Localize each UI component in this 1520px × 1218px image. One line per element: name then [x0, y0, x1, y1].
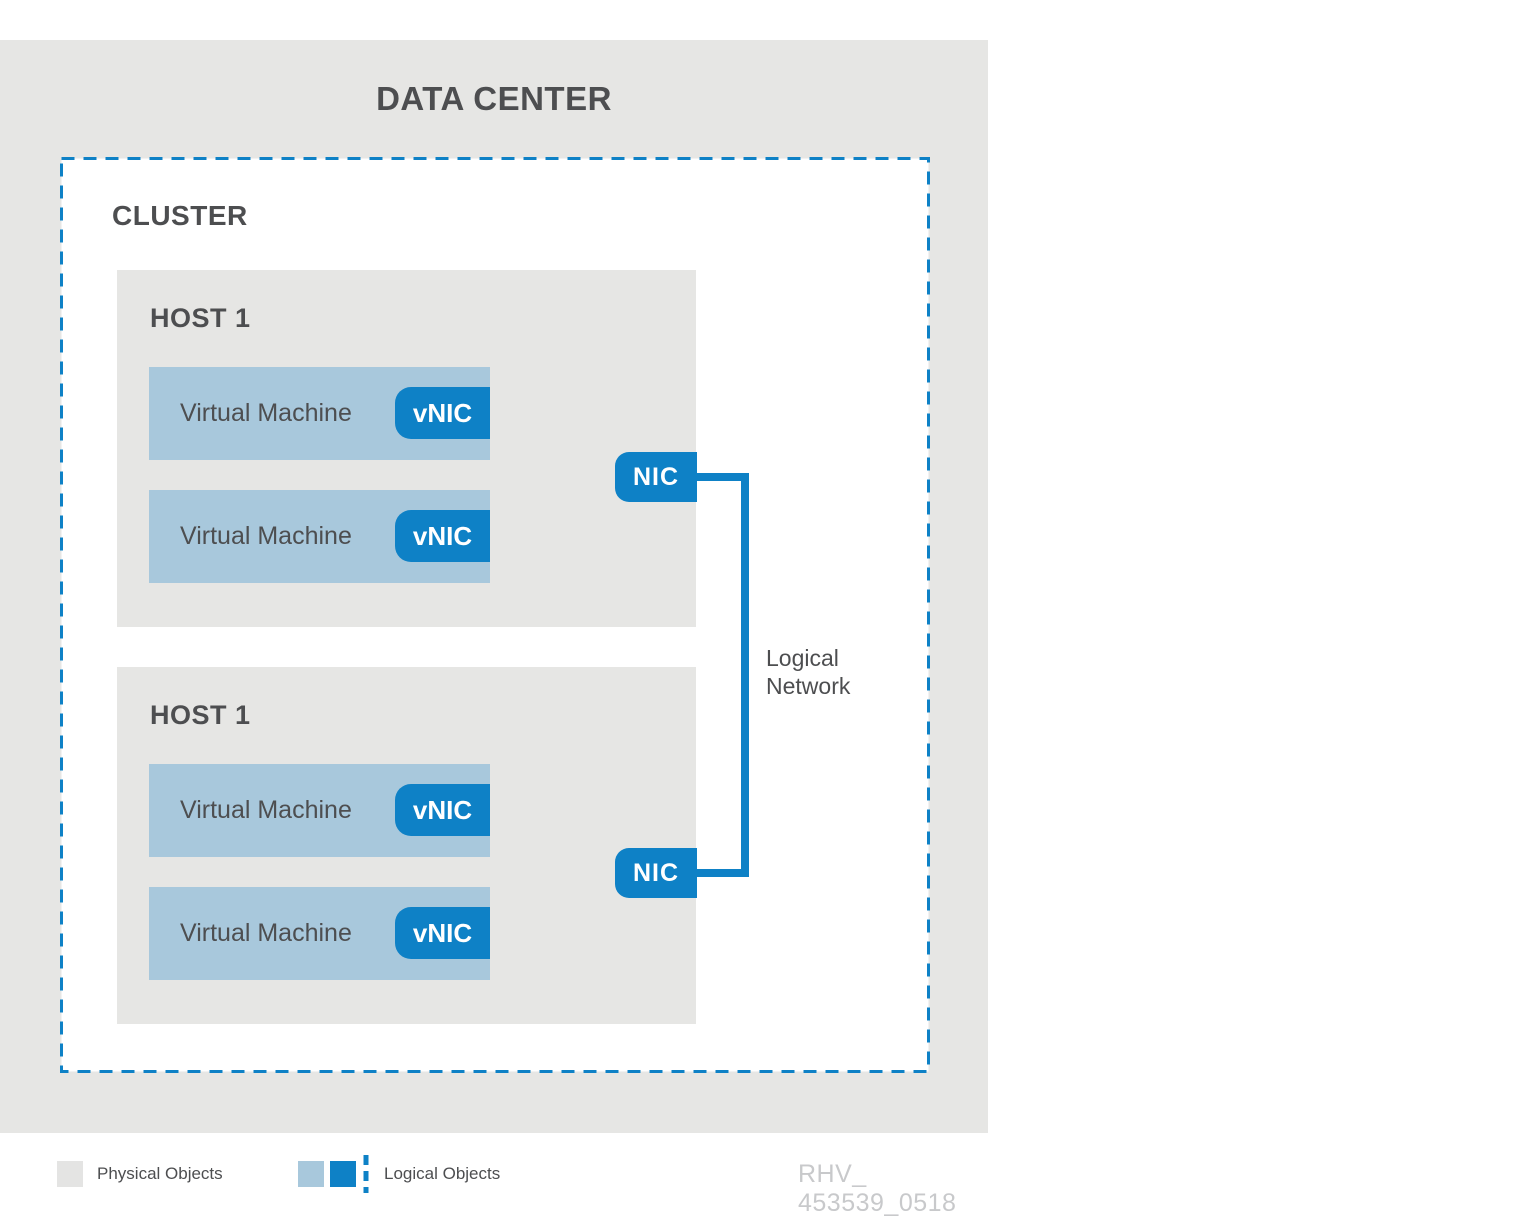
vm-label: Virtual Machine: [180, 522, 352, 550]
nic-badge: NIC: [615, 452, 697, 502]
vnic-badge: vNIC: [395, 387, 490, 439]
legend-physical-swatch-icon: [57, 1161, 83, 1187]
legend-physical-label: Physical Objects: [97, 1164, 223, 1183]
vm-box: Virtual Machine vNIC: [149, 367, 490, 460]
connector-nic2-out: [690, 869, 749, 877]
legend-logical-dark-swatch-icon: [330, 1161, 356, 1187]
logical-network-trunk: [741, 473, 749, 877]
vm-label: Virtual Machine: [180, 796, 352, 824]
vm-box: Virtual Machine vNIC: [149, 764, 490, 857]
host-label: HOST 1: [150, 700, 251, 730]
legend-logical-light-swatch-icon: [298, 1161, 324, 1187]
vm-box: Virtual Machine vNIC: [149, 490, 490, 583]
host-label: HOST 1: [150, 303, 251, 333]
vm-label: Virtual Machine: [180, 399, 352, 427]
datacenter-title: DATA CENTER: [376, 80, 612, 117]
legend-dashed-line-icon: [363, 1155, 369, 1193]
watermark: RHV_ 453539_0518: [798, 1160, 957, 1217]
connector-nic1-out: [690, 473, 749, 481]
vnic-badge: vNIC: [395, 784, 490, 836]
vm-label: Virtual Machine: [180, 919, 352, 947]
vnic-badge: vNIC: [395, 510, 490, 562]
vm-box: Virtual Machine vNIC: [149, 887, 490, 980]
vnic-badge: vNIC: [395, 907, 490, 959]
cluster-label: CLUSTER: [112, 200, 248, 231]
logical-network-label: Logical Network: [766, 645, 851, 699]
legend-logical-label: Logical Objects: [384, 1164, 501, 1183]
nic-badge: NIC: [615, 848, 697, 898]
